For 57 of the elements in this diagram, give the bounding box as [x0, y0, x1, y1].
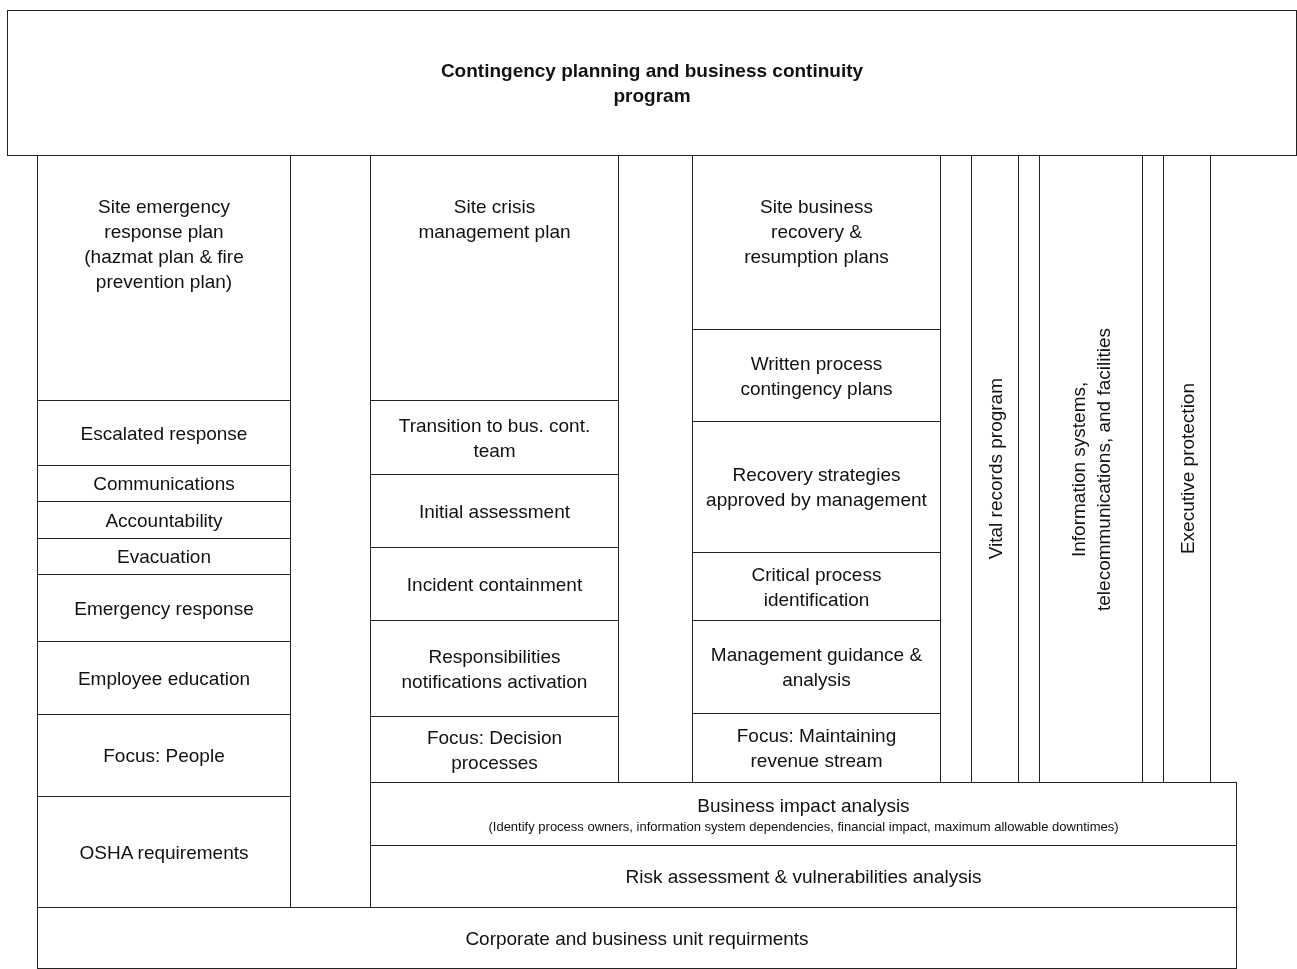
step-box [370, 474, 619, 548]
box-label: OSHA requirements [79, 840, 249, 865]
box-label: Contingency planning and business continuity program [439, 59, 865, 108]
box-label: Incident containment [406, 572, 583, 597]
box-label: Vital records program [983, 378, 1007, 560]
step-box [37, 574, 291, 642]
step-box [37, 538, 291, 575]
step-box [692, 620, 941, 714]
step-box [370, 620, 619, 717]
program-column [1039, 155, 1143, 783]
box-label: Site business recovery & resumption plans [743, 195, 890, 269]
box-label: Site crisis management plan [417, 195, 572, 244]
box-label: Executive protection [1175, 383, 1199, 555]
step-box [37, 400, 291, 466]
step-box [37, 501, 291, 539]
box-label: Information systems, telecommunications, and facilities [1067, 326, 1115, 613]
program-column [971, 155, 1019, 783]
foundation-box [37, 907, 1237, 969]
step-box [370, 716, 619, 783]
box-label: Management guidance & analysis [709, 643, 924, 692]
box-label: Communications [93, 472, 235, 496]
box-label: Evacuation [117, 545, 211, 569]
box-label: Corporate and business unit requirments [465, 926, 809, 951]
foundation-box [370, 782, 1237, 846]
box-label: Recovery strategies approved by management [705, 463, 928, 512]
plan-box [370, 155, 619, 401]
box-label: Business impact analysis [697, 794, 910, 818]
box-label: Emergency response [74, 596, 254, 621]
box-label: Written process contingency plans [739, 351, 894, 401]
box-label: Escalated response [80, 421, 248, 446]
program-column [1163, 155, 1211, 783]
box-label: Critical process identification [750, 562, 883, 612]
step-box [37, 465, 291, 502]
step-box [370, 547, 619, 621]
step-box [37, 714, 291, 797]
step-box [370, 400, 619, 475]
step-box [692, 329, 941, 422]
step-box [37, 641, 291, 715]
box-label: Focus: Decision processes [425, 725, 564, 775]
plan-box [692, 155, 941, 330]
box-label: Site emergency response plan (hazmat plan & fire prevention plan) [83, 195, 245, 294]
box-label: Focus: People [103, 744, 225, 768]
box-subtitle: (Identify process owners, information system dependencies, financial impact, maximum allowable downtimes) [488, 818, 1119, 835]
step-box [692, 552, 941, 621]
title-box [7, 10, 1297, 156]
box-label: Responsibilities notifications activation [400, 644, 589, 694]
foundation-box [370, 845, 1237, 908]
box-label: Transition to bus. cont. team [397, 413, 592, 463]
plan-box [37, 155, 291, 401]
step-box [37, 796, 291, 908]
box-label: Initial assessment [419, 499, 570, 524]
box-label: Employee education [77, 666, 251, 691]
step-box [692, 713, 941, 783]
box-label: Accountability [105, 508, 223, 533]
box-label: Risk assessment & vulnerabilities analysis [625, 865, 982, 889]
step-box [692, 421, 941, 553]
box-label: Focus: Maintaining revenue stream [735, 724, 898, 773]
